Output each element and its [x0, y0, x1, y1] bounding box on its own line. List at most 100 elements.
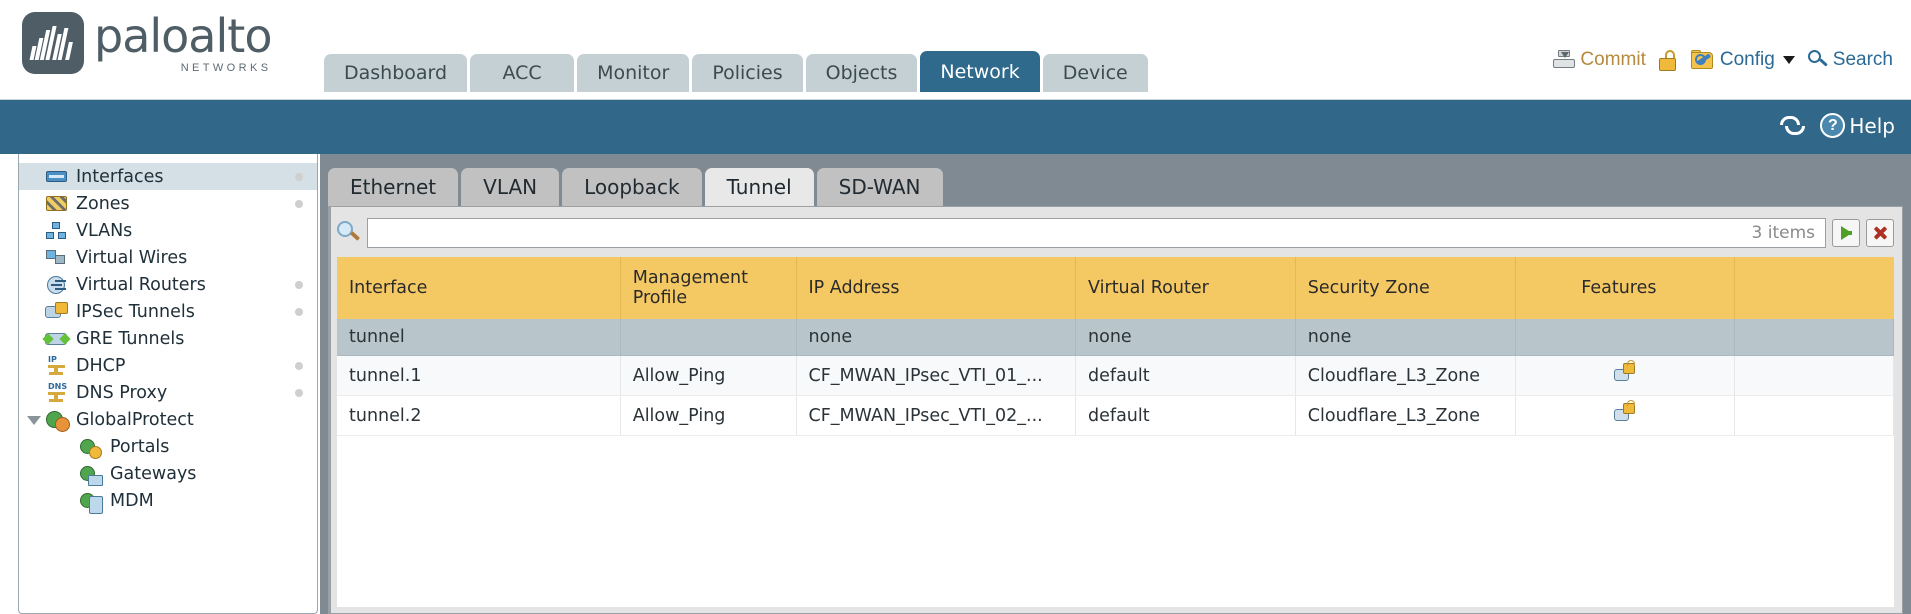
sidebar-item-gateways[interactable]: Gateways	[19, 460, 317, 487]
global-search-button[interactable]: Search	[1807, 49, 1893, 71]
sidebar-item-interfaces[interactable]: Interfaces	[19, 163, 317, 190]
cell-interface[interactable]: tunnel.2	[337, 395, 621, 436]
subtab-ethernet[interactable]: Ethernet	[328, 168, 459, 206]
tunnel-lock-icon	[1613, 400, 1636, 422]
magnifier-icon	[337, 221, 361, 245]
cell-ip-address: none	[796, 319, 1077, 356]
tunnel-interfaces-panel: 3 items Interface	[328, 206, 1903, 614]
lock-icon	[1658, 49, 1678, 71]
table-row[interactable]: tunnel none none none	[337, 319, 1894, 356]
gateways-icon	[79, 463, 103, 486]
status-dot	[295, 388, 303, 397]
sidebar-item-label: Gateways	[110, 463, 197, 484]
subtab-tunnel[interactable]: Tunnel	[704, 168, 814, 206]
left-sidebar: Interfaces Zones VLANs Virtual Wires Vir…	[18, 154, 318, 614]
interfaces-table: Interface Management Profile IP Address …	[337, 257, 1894, 436]
column-header-features[interactable]: Features	[1515, 257, 1736, 319]
sidebar-item-label: Virtual Routers	[76, 274, 206, 295]
sidebar-item-vlans[interactable]: VLANs	[19, 217, 317, 244]
dhcp-icon: IP	[45, 355, 68, 376]
brand-logo[interactable]: paloalto NETWORKS	[22, 12, 272, 74]
apply-filter-button[interactable]	[1832, 219, 1860, 247]
main-tab-bar: Dashboard ACC Monitor Policies Objects N…	[324, 51, 1148, 92]
refresh-icon[interactable]	[1780, 114, 1806, 138]
help-button[interactable]: ? Help	[1820, 113, 1895, 138]
sidebar-item-label: Portals	[110, 436, 170, 457]
search-input[interactable]: 3 items	[367, 218, 1826, 248]
cell-security-zone: none	[1295, 319, 1516, 356]
commit-label: Commit	[1580, 49, 1646, 70]
config-menu[interactable]: Config	[1690, 49, 1795, 71]
cell-virtual-router: none	[1075, 319, 1296, 356]
sidebar-item-mdm[interactable]: MDM	[19, 487, 317, 514]
subtab-vlan[interactable]: VLAN	[461, 168, 560, 206]
sidebar-top-spacer	[19, 154, 317, 163]
sidebar-item-label: Zones	[76, 193, 130, 214]
table-row[interactable]: tunnel.2 Allow_Ping CF_MWAN_IPsec_VTI_02…	[337, 395, 1894, 436]
lock-button[interactable]	[1658, 49, 1678, 71]
cell-security-zone: Cloudflare_L3_Zone	[1295, 395, 1516, 436]
tab-dashboard[interactable]: Dashboard	[324, 54, 468, 92]
tab-objects[interactable]: Objects	[805, 54, 918, 92]
status-dot	[295, 199, 303, 208]
top-bar: paloalto NETWORKS Dashboard ACC Monitor …	[0, 0, 1911, 100]
column-header-security-zone[interactable]: Security Zone	[1295, 257, 1516, 319]
tab-policies[interactable]: Policies	[692, 54, 803, 92]
table-row[interactable]: tunnel.1 Allow_Ping CF_MWAN_IPsec_VTI_01…	[337, 355, 1894, 396]
tunnel-lock-icon	[1613, 360, 1636, 382]
globalprotect-icon	[45, 409, 70, 432]
tab-device[interactable]: Device	[1042, 54, 1148, 92]
column-header-ip-address[interactable]: IP Address	[796, 257, 1077, 319]
commit-button[interactable]: Commit	[1553, 49, 1646, 71]
column-header-management-profile[interactable]: Management Profile	[620, 257, 797, 319]
sidebar-item-virtual-routers[interactable]: Virtual Routers	[19, 271, 317, 298]
apply-filter-icon	[1840, 226, 1852, 240]
interface-sub-tab-bar: Ethernet VLAN Loopback Tunnel SD-WAN	[328, 168, 943, 206]
sidebar-item-label: Interfaces	[76, 166, 164, 187]
zones-icon	[45, 193, 68, 214]
tab-network[interactable]: Network	[920, 51, 1040, 92]
sidebar-item-dns-proxy[interactable]: DNS DNS Proxy	[19, 379, 317, 406]
config-icon	[1690, 49, 1715, 71]
cell-virtual-router: default	[1075, 395, 1296, 436]
search-icon	[1807, 50, 1828, 70]
dns-proxy-icon: DNS	[45, 382, 68, 403]
interfaces-table-wrapper: Interface Management Profile IP Address …	[337, 257, 1894, 607]
sidebar-item-ipsec-tunnels[interactable]: IPSec Tunnels	[19, 298, 317, 325]
sidebar-item-virtual-wires[interactable]: Virtual Wires	[19, 244, 317, 271]
config-label: Config	[1719, 49, 1775, 70]
clear-filter-button[interactable]	[1866, 219, 1894, 247]
cell-spacer	[1734, 355, 1894, 396]
cell-security-zone: Cloudflare_L3_Zone	[1295, 355, 1516, 396]
interfaces-icon	[45, 166, 68, 187]
column-header-virtual-router[interactable]: Virtual Router	[1075, 257, 1296, 319]
brand-tagline: NETWORKS	[180, 61, 272, 74]
subtab-loopback[interactable]: Loopback	[562, 168, 702, 206]
cell-features	[1515, 395, 1736, 436]
sidebar-item-gre-tunnels[interactable]: GRE Tunnels	[19, 325, 317, 352]
column-header-spacer	[1734, 257, 1894, 319]
cell-management-profile	[620, 319, 797, 356]
sidebar-item-label: IPSec Tunnels	[76, 301, 195, 322]
cell-virtual-router: default	[1075, 355, 1296, 396]
secondary-bar: ? Help	[0, 100, 1911, 154]
cell-interface[interactable]: tunnel.1	[337, 355, 621, 396]
items-count: 3 items	[1751, 223, 1815, 243]
sidebar-item-label: DHCP	[76, 355, 126, 376]
cell-interface[interactable]: tunnel	[337, 319, 621, 356]
sidebar-item-globalprotect[interactable]: GlobalProtect	[19, 406, 317, 433]
status-dot	[295, 307, 303, 316]
chevron-down-icon[interactable]	[27, 415, 41, 425]
status-dot	[295, 280, 303, 289]
subtab-sdwan[interactable]: SD-WAN	[816, 168, 943, 206]
column-header-interface[interactable]: Interface	[337, 257, 621, 319]
sidebar-item-label: GlobalProtect	[76, 409, 194, 430]
top-right-actions: Commit Config Search	[1553, 49, 1893, 71]
tab-acc[interactable]: ACC	[470, 54, 575, 92]
tab-monitor[interactable]: Monitor	[577, 54, 690, 92]
sidebar-item-zones[interactable]: Zones	[19, 190, 317, 217]
sidebar-item-label: VLANs	[76, 220, 133, 241]
sidebar-item-dhcp[interactable]: IP DHCP	[19, 352, 317, 379]
sidebar-item-portals[interactable]: Portals	[19, 433, 317, 460]
sidebar-item-label: MDM	[110, 490, 154, 511]
